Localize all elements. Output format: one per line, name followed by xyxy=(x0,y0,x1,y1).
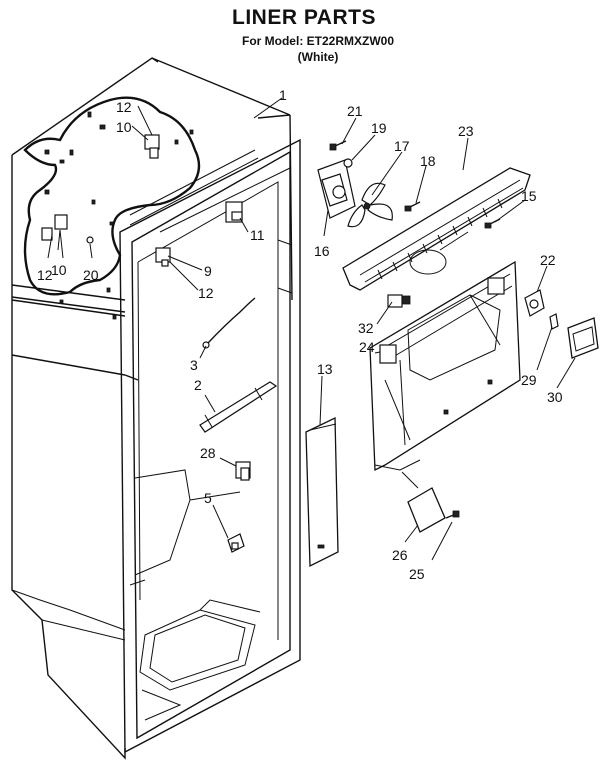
leader-lines xyxy=(47,97,576,561)
callout-17: 17 xyxy=(394,138,410,154)
callout-13: 13 xyxy=(317,361,333,377)
evaporator-cover-24 xyxy=(369,260,599,472)
callout-30: 30 xyxy=(547,389,563,405)
callout-12-left: 12 xyxy=(37,267,53,283)
callout-labels: 1 12 10 12 10 20 11 9 12 3 2 28 5 13 21 … xyxy=(37,87,563,582)
callout-11: 11 xyxy=(250,227,265,243)
callout-18: 18 xyxy=(420,153,436,169)
callout-10-left: 10 xyxy=(51,262,67,278)
top-panel-detail xyxy=(23,96,201,296)
color-line: (White) xyxy=(297,50,339,64)
callout-28: 28 xyxy=(200,445,216,461)
callout-24: 24 xyxy=(359,339,375,355)
callout-22: 22 xyxy=(540,252,556,268)
callout-21: 21 xyxy=(347,103,363,119)
callout-2: 2 xyxy=(194,377,202,393)
callout-16: 16 xyxy=(314,243,330,259)
callout-3: 3 xyxy=(190,357,198,373)
callout-20: 20 xyxy=(83,267,99,283)
callout-23: 23 xyxy=(458,123,474,139)
callout-12-top: 12 xyxy=(116,99,132,115)
callout-9: 9 xyxy=(204,263,212,279)
cover-plate-assembly xyxy=(407,487,460,533)
callout-12-mid: 12 xyxy=(198,285,214,301)
model-line: For Model: ET22RMXZW00 xyxy=(241,34,394,48)
callout-1: 1 xyxy=(279,87,287,103)
callout-32: 32 xyxy=(358,320,374,336)
callout-29: 29 xyxy=(521,372,537,388)
callout-25: 25 xyxy=(409,566,425,582)
callout-19: 19 xyxy=(371,120,387,136)
callout-10-top: 10 xyxy=(116,119,132,135)
callout-15: 15 xyxy=(521,188,537,204)
liner-small-parts xyxy=(155,201,339,568)
fan-motor-assembly xyxy=(317,140,421,228)
evaporator-cover-23 xyxy=(342,167,531,291)
callout-26: 26 xyxy=(392,547,408,563)
diagram-title: LINER PARTS xyxy=(232,6,376,29)
cabinet-liner xyxy=(11,57,301,760)
callout-5: 5 xyxy=(204,490,212,506)
